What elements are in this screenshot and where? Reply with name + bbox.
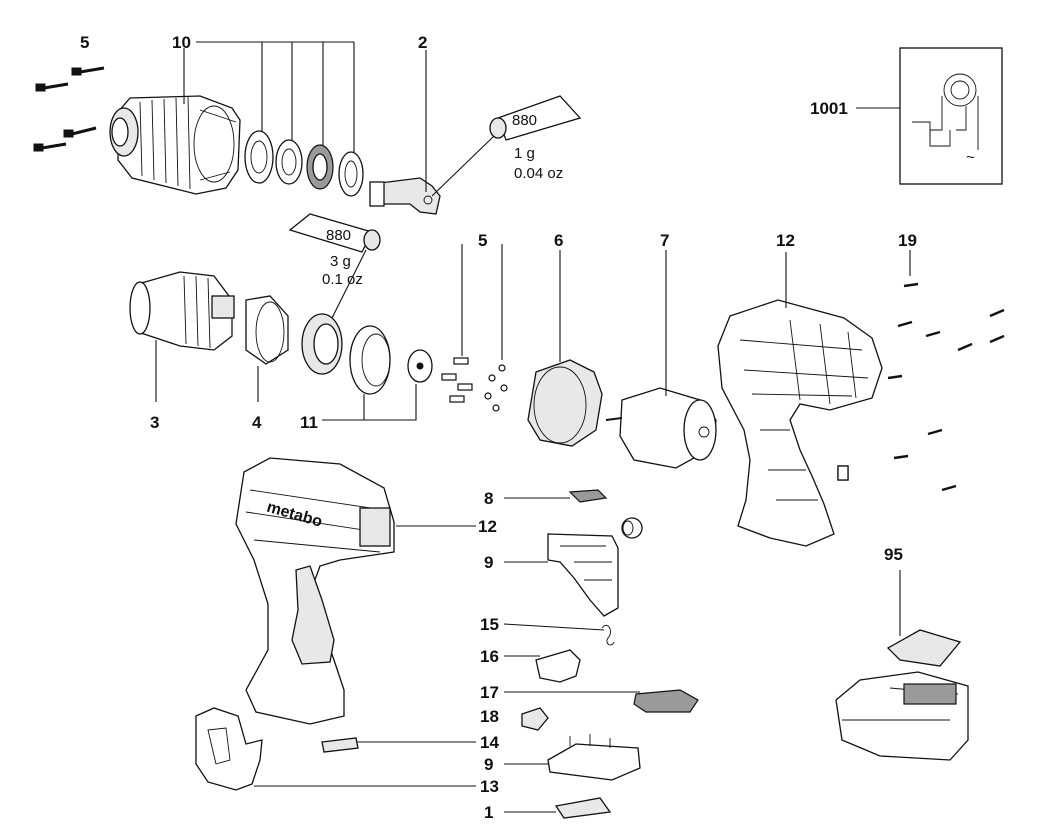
cover-part-8	[504, 489, 608, 503]
belt-clip-part	[195, 707, 476, 791]
motor-part	[605, 250, 717, 469]
washer-set-10	[244, 130, 364, 197]
screw-group-19	[887, 250, 1005, 492]
callout-1: 1	[484, 803, 493, 822]
callout-14: 14	[480, 733, 499, 752]
bracket-part-16	[504, 649, 581, 683]
grease-small-amount-oz: 0.04 oz	[514, 165, 563, 182]
callout-7: 7	[660, 231, 669, 250]
callout-16: 16	[480, 647, 499, 666]
callout-12-mid: 12	[478, 517, 497, 536]
callout-10: 10	[172, 33, 191, 52]
gear-housing-part	[109, 95, 241, 195]
lever-part-18	[521, 707, 549, 731]
callout-12-top: 12	[776, 231, 795, 250]
callout-15: 15	[480, 615, 499, 634]
callout-19: 19	[898, 231, 917, 250]
callout-5-mid: 5	[478, 231, 487, 250]
grease-small-code: 880	[512, 112, 537, 129]
svg-text:~: ~	[966, 149, 975, 166]
callout-5-top: 5	[80, 33, 89, 52]
spring-part-15	[503, 623, 615, 646]
callout-9-switch: 9	[484, 553, 493, 572]
sleeve-part	[621, 517, 643, 539]
callout-11: 11	[300, 413, 318, 432]
hammer-mechanism-part	[129, 271, 235, 402]
switch-part-17	[504, 689, 699, 713]
leader-lines-10	[183, 41, 355, 152]
screw-group-5-mid	[441, 244, 508, 412]
callout-4: 4	[252, 413, 262, 432]
callout-8: 8	[484, 489, 493, 508]
small-label-part	[837, 465, 849, 481]
callout-9-pcb: 9	[484, 755, 493, 774]
grease-large-amount-oz: 0.1 oz	[322, 271, 363, 288]
callout-1001: 1001	[810, 99, 848, 118]
grease-large-code: 880	[326, 227, 351, 244]
electronics-schematic-1001: ~	[856, 47, 1003, 185]
switch-part-9	[504, 533, 619, 617]
grease-tube-small	[489, 95, 582, 141]
anvil-part	[369, 50, 495, 215]
callout-13: 13	[480, 777, 499, 796]
label-part-14	[321, 737, 476, 753]
pcb-part-9	[504, 734, 641, 781]
grease-tube-large	[288, 213, 381, 331]
callout-6: 6	[554, 231, 563, 250]
motor-bracket-part	[527, 250, 603, 447]
callout-2: 2	[418, 33, 427, 52]
label-part-1	[504, 797, 612, 819]
callout-95: 95	[884, 545, 903, 564]
callout-3: 3	[150, 413, 159, 432]
grease-small-amount: 1 g	[514, 145, 535, 162]
housing-shell-part	[717, 252, 883, 547]
grease-large-amount: 3 g	[330, 253, 351, 270]
battery-part-95	[835, 570, 969, 761]
callout-17: 17	[480, 683, 499, 702]
ring-part-4	[245, 295, 289, 402]
screw-group-5-top	[33, 66, 105, 152]
callout-18: 18	[480, 707, 499, 726]
housing-assembled-part: metabo	[235, 457, 476, 725]
gear-ring-assembly-11	[301, 313, 433, 421]
